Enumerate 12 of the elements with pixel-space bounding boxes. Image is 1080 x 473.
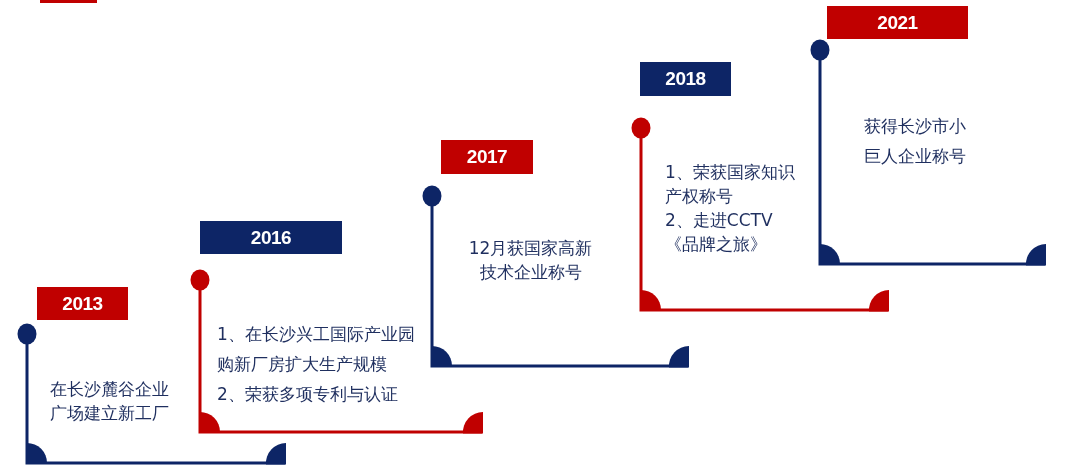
- year-badge: 2018: [640, 62, 731, 96]
- milestone-text: 2、荣获多项专利与认证: [217, 383, 399, 406]
- milestone-text: 12月获国家高新技术企业称号: [467, 237, 594, 284]
- milestone-text: 1、在长沙兴工国际产业园购新厂房扩大生产规模: [217, 323, 416, 376]
- milestone-text: 2、走进CCTV《品牌之旅》: [665, 209, 774, 256]
- year-badge: 2013: [37, 287, 128, 320]
- year-badge: 2016: [200, 221, 342, 254]
- milestone-text: 在长沙麓谷企业广场建立新工厂: [49, 378, 170, 425]
- milestone-text: 获得长沙市小巨人企业称号: [864, 115, 967, 168]
- year-badge: 2017: [441, 140, 533, 174]
- milestone-text: 1、荣获国家知识产权称号: [665, 161, 795, 208]
- year-badge: 2021: [827, 6, 968, 39]
